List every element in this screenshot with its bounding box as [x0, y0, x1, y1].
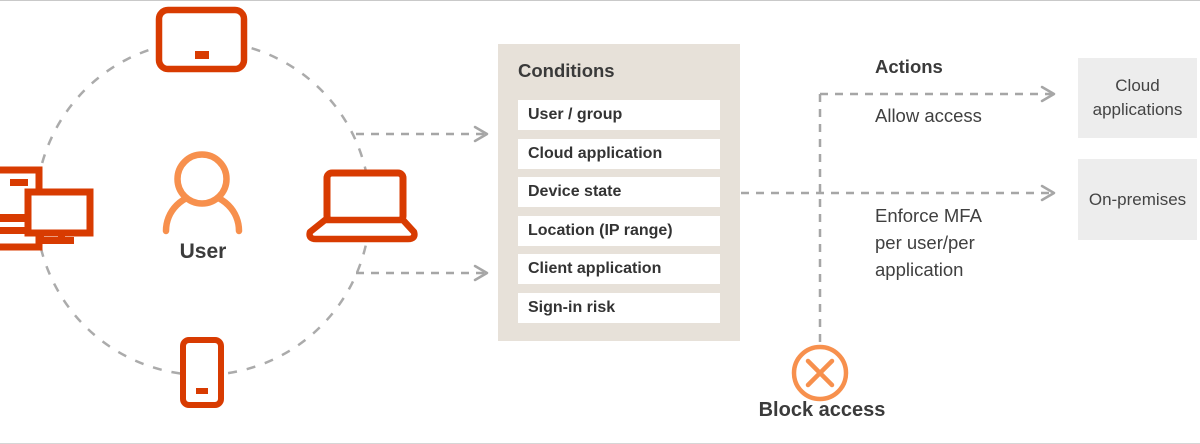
tablet-icon	[155, 6, 248, 73]
allow-access-label: Allow access	[875, 105, 982, 126]
conditions-panel: Conditions User / group Cloud applicatio…	[498, 44, 740, 341]
user-label: User	[179, 240, 227, 263]
condition-row-sign-in-risk: Sign-in risk	[518, 292, 720, 323]
cloud-applications-box: Cloud applications	[1078, 58, 1197, 138]
laptop-icon	[306, 169, 418, 243]
on-premises-box: On-premises	[1078, 159, 1197, 240]
condition-row-location-ip-range: Location (IP range)	[518, 215, 720, 246]
phone-icon	[180, 337, 224, 408]
condition-row-device-state: Device state	[518, 177, 720, 207]
connector-arrows	[356, 85, 1056, 346]
desktop-icon	[0, 166, 94, 251]
block-access-label: Block access	[758, 399, 886, 421]
conditions-title: Conditions	[518, 60, 615, 81]
actions-title: Actions	[875, 56, 943, 77]
condition-row-client-application: Client application	[518, 254, 720, 284]
enforce-mfa-label: Enforce MFA per user/per application	[875, 205, 982, 280]
condition-row-cloud-application: Cloud application	[518, 138, 720, 169]
block-access-icon	[791, 344, 849, 402]
person-icon	[162, 151, 243, 235]
condition-row-user-group: User / group	[518, 100, 720, 130]
conditions-list: User / group Cloud application Device st…	[518, 100, 720, 323]
